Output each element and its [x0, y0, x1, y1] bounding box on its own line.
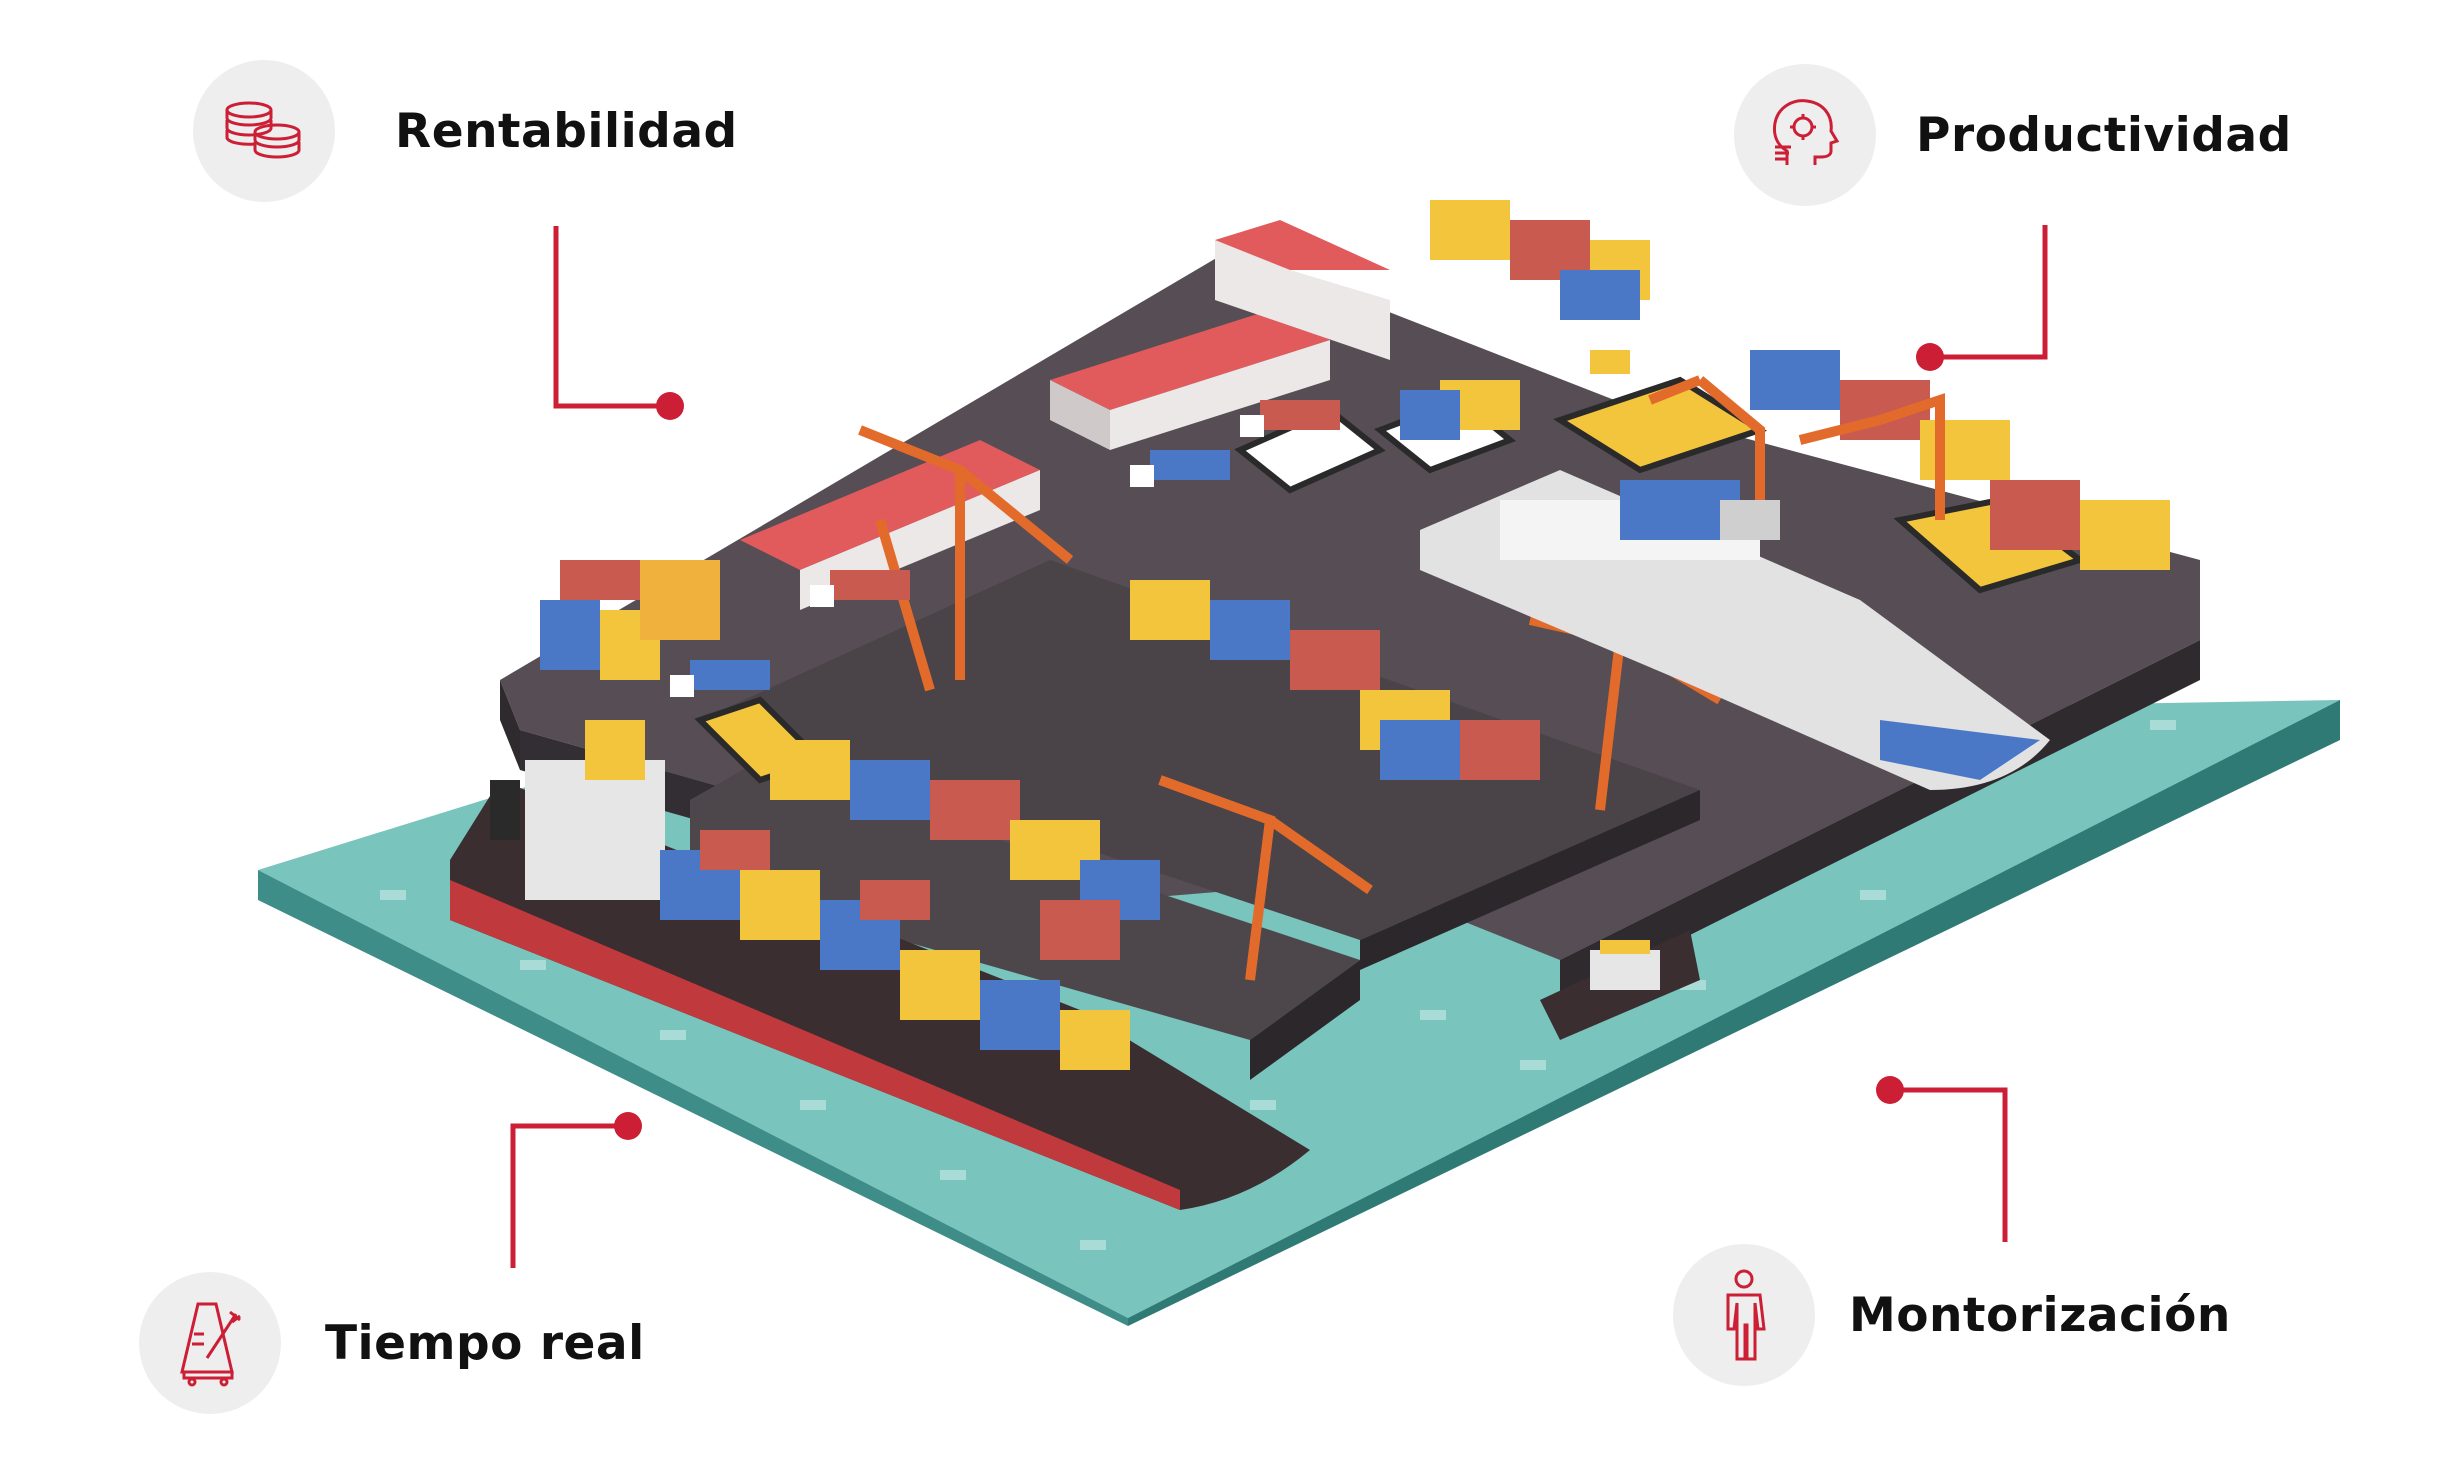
- cruise-ship: [1420, 470, 2050, 790]
- feature-productividad: Productividad: [1734, 64, 2292, 206]
- coins-icon: [193, 60, 335, 202]
- connector-monitorizacion: [1890, 1087, 2008, 1242]
- cargo-ship: [450, 720, 1310, 1210]
- connector-dot-monitorizacion: [1876, 1076, 1904, 1104]
- feature-tiempo-real: Tiempo real: [139, 1272, 645, 1414]
- feature-label-rentabilidad: Rentabilidad: [395, 103, 738, 159]
- connector-dot-rentabilidad: [656, 392, 684, 420]
- feature-monitorizacion: Montorización: [1673, 1244, 2231, 1386]
- head-gear-icon: [1734, 64, 1876, 206]
- warehouses: [740, 220, 1390, 610]
- tugboat: [1540, 930, 1700, 1040]
- trucks: [670, 350, 1630, 697]
- connector-productividad: [1930, 225, 2048, 360]
- connector-dot-productividad: [1916, 343, 1944, 371]
- connector-tiempo-real: [510, 1123, 628, 1268]
- container-stacks: [540, 200, 2170, 960]
- connector-rentabilidad: [553, 226, 670, 409]
- feature-label-monitorizacion: Montorización: [1849, 1287, 2231, 1343]
- connector-dot-tiempo-real: [614, 1112, 642, 1140]
- metronome-icon: [139, 1272, 281, 1414]
- person-icon: [1673, 1244, 1815, 1386]
- feature-rentabilidad: Rentabilidad: [193, 60, 738, 202]
- feature-label-tiempo-real: Tiempo real: [325, 1315, 645, 1371]
- feature-label-productividad: Productividad: [1916, 107, 2292, 163]
